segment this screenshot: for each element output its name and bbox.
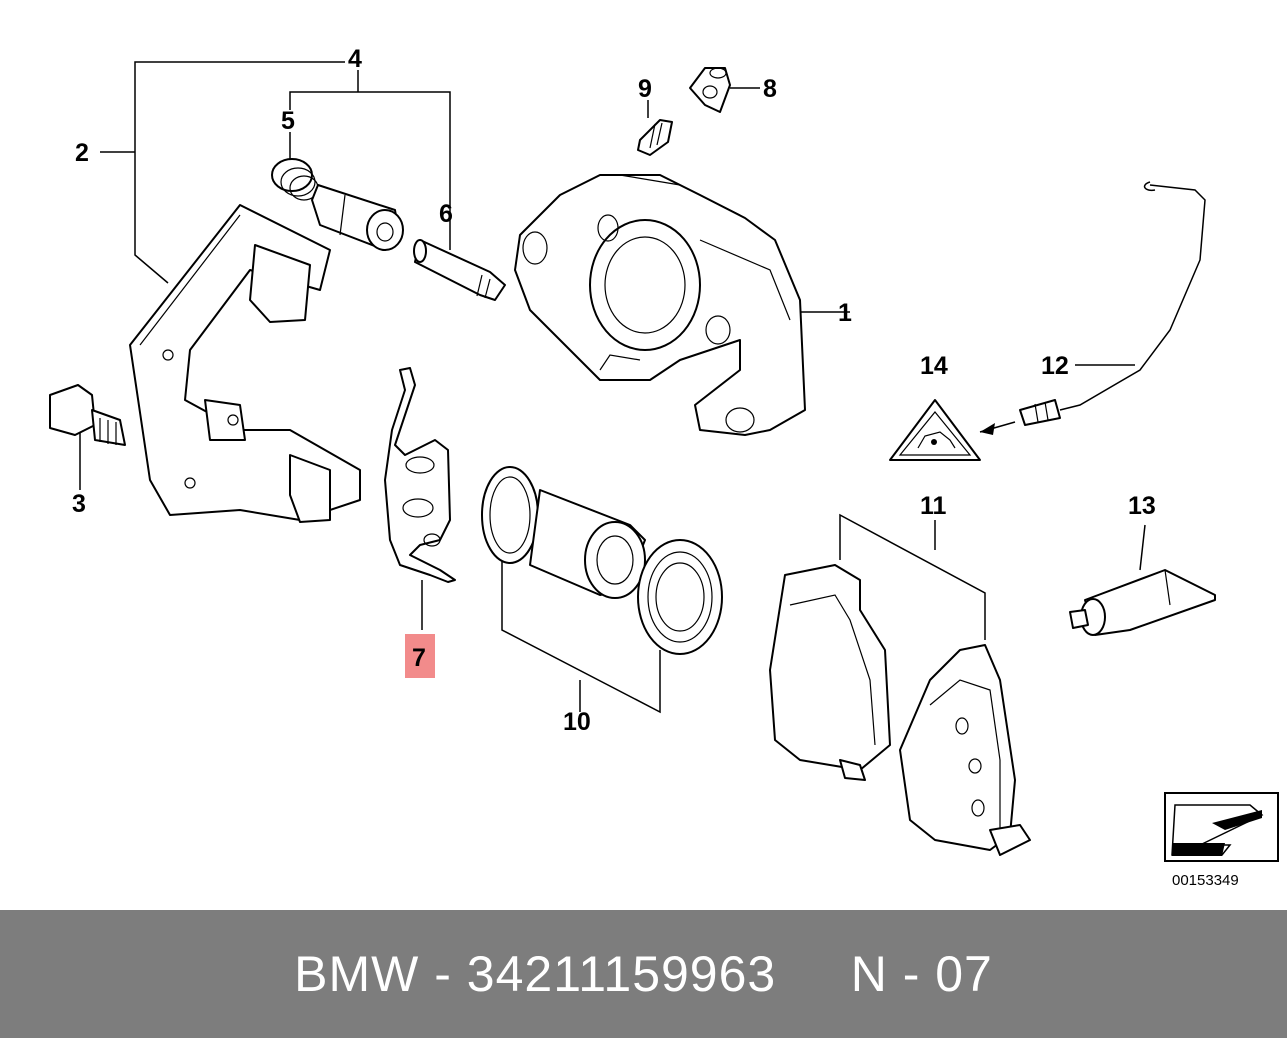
brake-pad-spring: [384, 367, 456, 583]
caliper-piston: [481, 466, 723, 655]
spacer: [776, 945, 850, 1003]
position-code: N - 07: [850, 946, 993, 1002]
guide-bolt: [413, 239, 506, 301]
label-4: 4: [348, 45, 362, 73]
label-9: 9: [638, 75, 652, 103]
leader-line-2: [134, 61, 345, 284]
label-14: 14: [920, 352, 948, 380]
label-11: 11: [920, 492, 947, 520]
leader-line-11: [839, 513, 986, 640]
label-1: 1: [838, 299, 852, 327]
parts-diagram: 1 2 3 4 5 6 7 8 9 10 11 12 13 14 0015334…: [49, 45, 1279, 889]
label-8: 8: [763, 75, 777, 103]
footer-bar: BMW - 34211159963 N - 07: [0, 910, 1287, 1038]
grease-tube: [1069, 569, 1216, 636]
footer-text: BMW - 34211159963 N - 07: [0, 910, 1287, 1038]
label-10: 10: [563, 708, 591, 736]
separator: -: [419, 946, 467, 1002]
bleeder-cap: [689, 67, 731, 113]
label-6: 6: [439, 200, 453, 228]
brake-caliper: [514, 174, 806, 436]
dust-cap: [271, 158, 319, 201]
reference-icon: [1164, 792, 1279, 862]
warning-symbol: [889, 399, 981, 461]
reference-number: 00153349: [1172, 872, 1239, 889]
label-13: 13: [1128, 492, 1156, 520]
caliper-carrier: [129, 204, 361, 523]
bleed-screw: [637, 119, 673, 156]
label-12: 12: [1041, 352, 1069, 380]
leader-line-10: [501, 560, 661, 714]
leader-line-13: [1139, 524, 1146, 571]
label-2: 2: [75, 139, 89, 167]
bolt: [49, 384, 126, 446]
label-3: 3: [72, 490, 86, 518]
brand-name: BMW: [294, 946, 420, 1002]
label-5: 5: [281, 107, 295, 135]
brake-pad-set: [769, 564, 1031, 856]
wear-sensor: [979, 181, 1206, 435]
label-7: 7: [412, 644, 426, 672]
highlight-box: [405, 634, 435, 678]
leader-line-4: [289, 91, 451, 250]
guide-sleeve: [311, 184, 404, 251]
part-number: 34211159963: [466, 946, 777, 1002]
